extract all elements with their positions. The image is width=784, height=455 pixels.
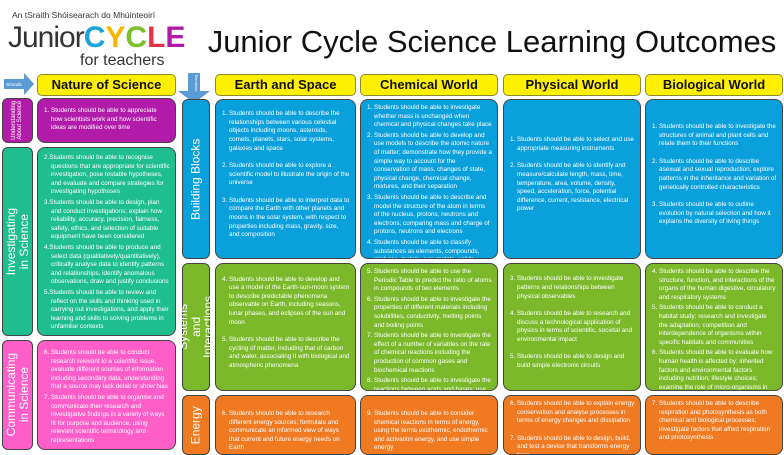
learning-outcome: 6. Students should be able to evaluate h…	[652, 349, 773, 391]
logo-cycle-letter: Y	[105, 21, 126, 54]
earth-and-space-building-blocks-box: 1. Students should be able to describe t…	[215, 99, 356, 259]
element-label-text: Systems and Interactions	[176, 295, 216, 359]
junior-cycle-logo: JuniorCYCLE	[8, 22, 185, 54]
row-label-text: Understanding About Science	[11, 100, 24, 141]
learning-outcome: 5.Students should be able to review and …	[44, 288, 169, 331]
learning-outcome: 4. Students should be able to develop an…	[222, 275, 350, 326]
learning-outcome: 6. Students should be able to explain en…	[510, 400, 635, 425]
learning-outcome: 1. Students should be able to select and…	[510, 136, 634, 152]
learning-outcome: 8. Students should be able to investigat…	[367, 377, 491, 391]
row-label-investigating-in-science: Investigating in Science	[2, 147, 33, 336]
learning-outcome: 2. Students should be able to explore a …	[222, 162, 350, 187]
learning-outcome: 4. Students should be able to describe t…	[652, 268, 776, 301]
row-label-text: Investigating in Science	[3, 207, 31, 276]
learning-outcome: 3. Students should be able to describe a…	[367, 193, 490, 236]
logo-cycle-letter: L	[147, 21, 166, 54]
row-label-text: Communicating in Science	[3, 353, 31, 437]
element-label-energy: Energy	[182, 395, 210, 455]
biological-world-energy-box: 7. Students should be able to describe r…	[645, 395, 783, 455]
strands-arrow-icon: Strands	[4, 73, 34, 95]
earth-and-space-systems-and-interactions-box: 4. Students should be able to develop an…	[215, 263, 356, 391]
logo-cycle: CYCLE	[84, 21, 186, 54]
learning-outcome: 7. Students should be able to organise a…	[44, 393, 165, 444]
element-label-text: Building Blocks	[188, 138, 203, 220]
header-physical-world: Physical World	[503, 74, 641, 96]
learning-outcome: 9. Students should be able to consider c…	[367, 410, 488, 452]
learning-outcome: 7. Students should be able to investigat…	[367, 332, 491, 374]
logo-tagline: An tSraith Shóisearach do Mhúinteoirí	[12, 10, 156, 20]
elements-label: Elements	[194, 75, 199, 92]
learning-outcome: 1. Students should be able to describe t…	[222, 110, 340, 152]
row-label-communicating-in-science: Communicating in Science	[2, 340, 33, 450]
learning-outcome: 3.Students should be able to design, pla…	[44, 198, 162, 241]
learning-outcome: 6. Students should be able to investigat…	[367, 295, 491, 329]
learning-outcome: 2. Students should be able to describe a…	[652, 157, 777, 191]
learning-outcome: 7. Students should be able to describe r…	[652, 400, 771, 442]
logo-cycle-letter: C	[125, 21, 148, 54]
learning-outcome: 5. Students should be able to describe t…	[222, 336, 350, 369]
learning-outcome: 4. Students should be able to classify s…	[367, 238, 480, 258]
physical-world-systems-and-interactions-box: 3. Students should be able to investigat…	[503, 263, 641, 391]
header-nature-of-science: Nature of Science	[37, 74, 176, 96]
learning-outcome: 1. Students should be able to investigat…	[367, 104, 492, 129]
physical-world-energy-box: 6. Students should be able to explain en…	[503, 395, 641, 455]
chemical-world-building-blocks-box: 1. Students should be able to investigat…	[360, 99, 498, 259]
chemical-world-systems-and-interactions-box: 5. Students should be able to use the Pe…	[360, 263, 498, 391]
nature-investigating-box: 2.Students should be able to recognise q…	[37, 147, 176, 336]
learning-outcome: 2. Students should be able to develop an…	[367, 131, 492, 191]
learning-outcome: 7. Students should be able to design, bu…	[510, 434, 631, 454]
logo-subtitle: for teachers	[80, 52, 165, 69]
learning-outcome: 2.Students should be able to recognise q…	[44, 154, 170, 196]
learning-outcome: 5. Students should be able to use the Pe…	[367, 268, 492, 293]
learning-outcome: 5. Students should be able to design and…	[510, 353, 625, 370]
strands-label: Strands	[6, 82, 22, 87]
page-title: Junior Cycle Science Learning Outcomes	[207, 24, 777, 59]
learning-outcome: 4.Students should be able to produce and…	[44, 243, 169, 286]
element-label-building-blocks: Building Blocks	[182, 99, 210, 259]
logo-cycle-letter: C	[83, 21, 106, 54]
physical-world-building-blocks-box: 1. Students should be able to select and…	[503, 99, 641, 259]
learning-outcome: 1. Students should be able to investigat…	[652, 123, 776, 148]
biological-world-systems-and-interactions-box: 4. Students should be able to describe t…	[645, 263, 783, 391]
learning-outcome: 1. Students should be able to appreciate…	[44, 107, 157, 132]
learning-outcome: 3. Students should be able to investigat…	[510, 275, 624, 300]
learning-outcome: 4. Students should be able to research a…	[510, 310, 633, 343]
logo-cycle-letter: E	[165, 21, 186, 54]
elements-arrow-icon: Elements	[178, 73, 210, 103]
learning-outcome: 3. Students should be able to interpret …	[222, 196, 350, 239]
learning-outcome: 6. Students should be able to research d…	[222, 410, 340, 452]
header-chemical-world: Chemical World	[360, 74, 498, 96]
logo-junior: Junior	[8, 21, 85, 54]
header-biological-world: Biological World	[645, 74, 783, 96]
learning-outcome: 6. Students should be able to conduct re…	[44, 349, 168, 391]
element-label-text: Energy	[188, 405, 203, 445]
row-label-understanding-about-science: Understanding About Science	[2, 98, 33, 143]
learning-outcome: 5. Students should be able to conduct a …	[652, 304, 767, 346]
header-earth-and-space: Earth and Space	[215, 74, 356, 96]
chemical-world-energy-box: 9. Students should be able to consider c…	[360, 395, 498, 455]
element-label-systems-and-interactions: Systems and Interactions	[176, 263, 215, 391]
earth-and-space-energy-box: 6. Students should be able to research d…	[215, 395, 356, 455]
learning-outcome: 3. Students should be able to outline ev…	[652, 201, 771, 226]
nature-communicating-box: 6. Students should be able to conduct re…	[37, 340, 176, 450]
learning-outcome: 2. Students should be able to identify a…	[510, 162, 629, 213]
nature-understanding-box: 1. Students should be able to appreciate…	[37, 98, 176, 143]
biological-world-building-blocks-box: 1. Students should be able to investigat…	[645, 99, 783, 259]
